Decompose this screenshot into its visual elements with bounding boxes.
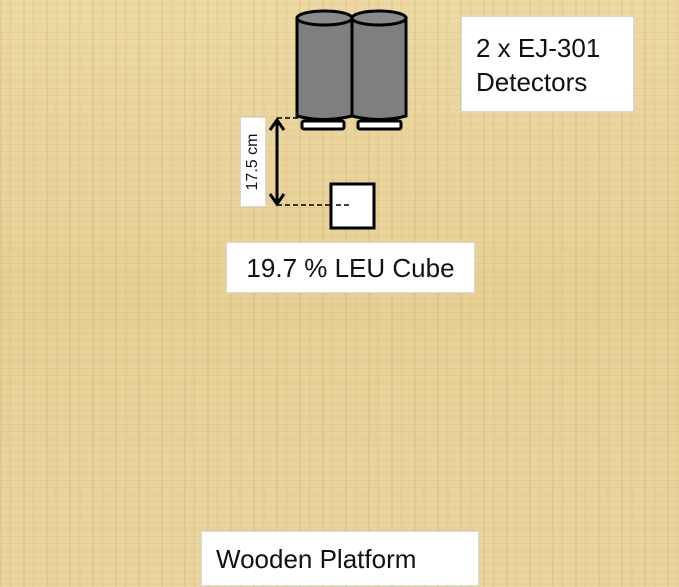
leu-cube — [329, 182, 376, 230]
detectors-label: 2 x EJ-301 Detectors — [461, 16, 634, 112]
distance-text: 17.5 cm — [244, 133, 261, 191]
platform-label: Wooden Platform — [201, 531, 479, 586]
distance-arrow — [268, 117, 286, 207]
detector-right — [350, 9, 408, 131]
cube-label: 19.7 % LEU Cube — [226, 242, 475, 293]
detectors-label-line1: 2 x EJ-301 — [476, 33, 601, 63]
detectors-label-line2: Detectors — [476, 67, 588, 97]
detector-left — [295, 9, 354, 131]
distance-label: 17.5 cm — [240, 117, 266, 207]
